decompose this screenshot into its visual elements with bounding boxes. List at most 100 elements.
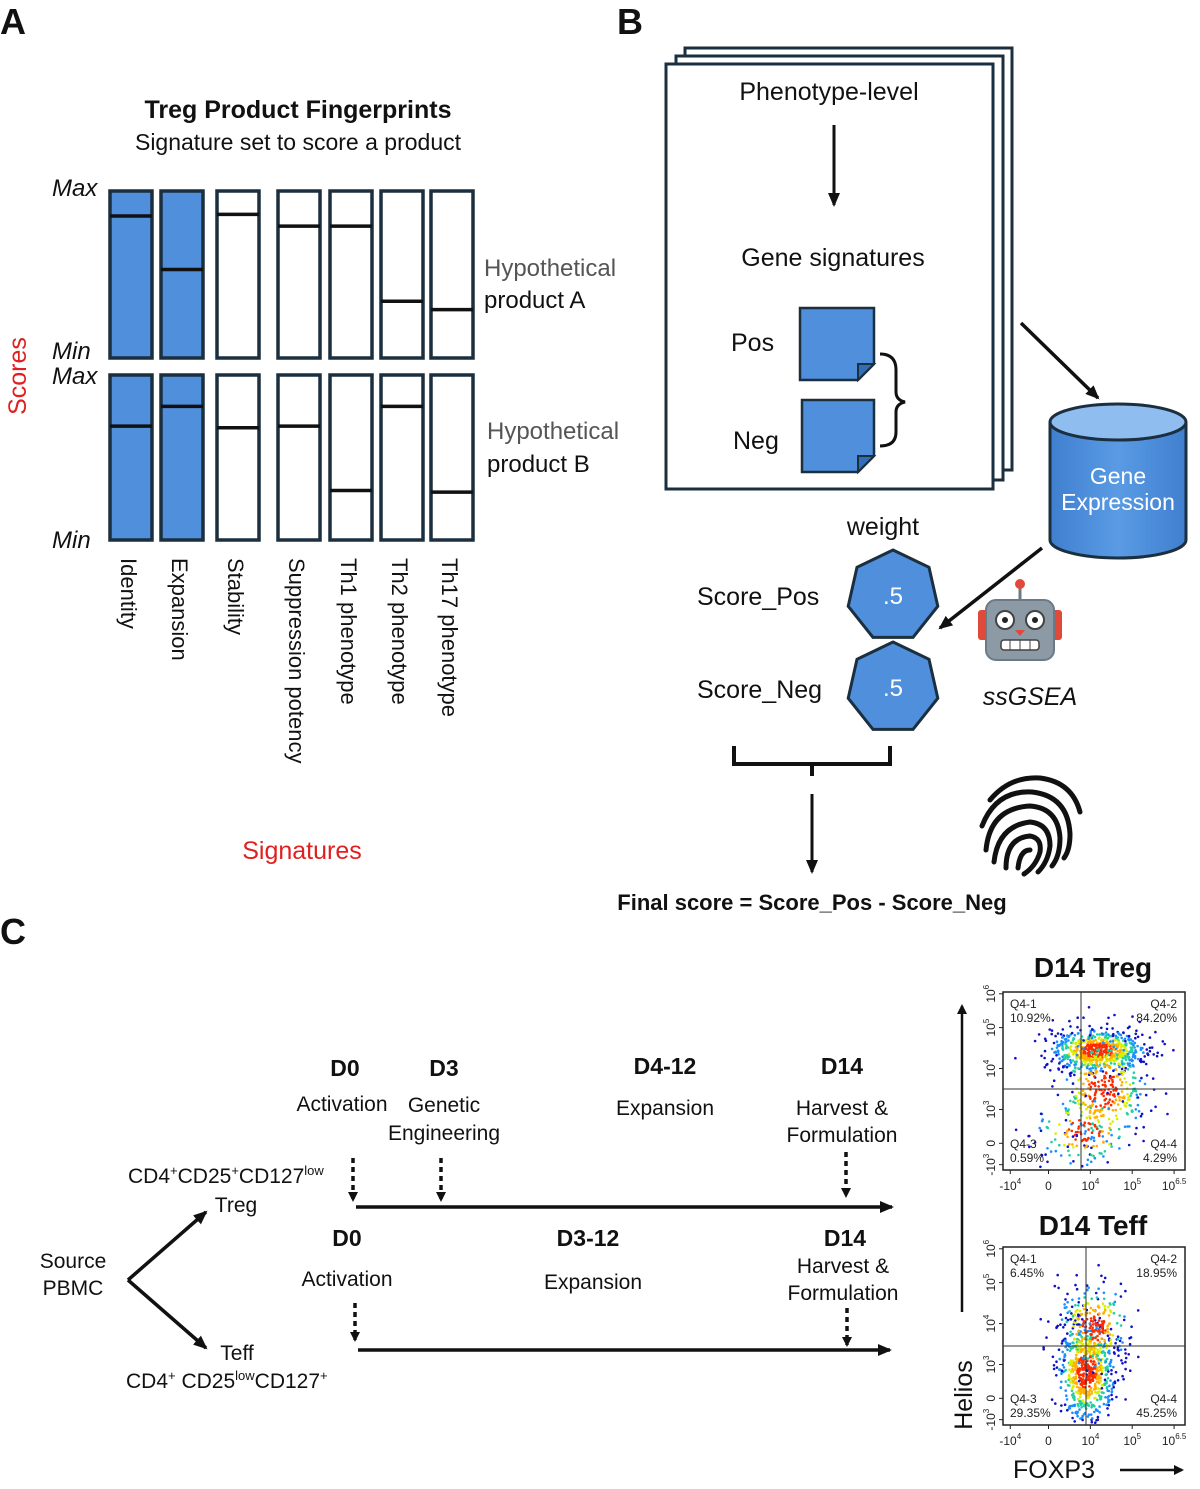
treg-step-d14-day: D14: [821, 1053, 863, 1079]
signature-label: Th2 phenotype: [387, 558, 412, 705]
y-tick-label: -103: [982, 1153, 998, 1175]
quadrant-percentage: 10.92%: [1010, 1011, 1051, 1025]
y-tick-label: 106: [982, 984, 998, 1002]
signature-bar: [276, 373, 322, 542]
product-a-label-line2: product A: [484, 287, 585, 314]
neg-document-icon: [800, 398, 877, 475]
signature-bar: [429, 189, 475, 360]
quadrant-percentage: 29.35%: [1010, 1406, 1051, 1420]
signature-label: Th17 phenotype: [437, 558, 462, 717]
teff-label: Teff: [220, 1342, 254, 1365]
weight-neg-value: .5: [883, 675, 903, 702]
foxp3-axis-label: FOXP3: [1013, 1456, 1095, 1484]
x-tick-label: 106.5: [1162, 1432, 1187, 1448]
panel-c: C Source PBMC CD4+CD25+CD127low Treg Tef…: [0, 911, 1187, 1484]
flow-plot-teff: Q4-16.45%Q4-218.95%Q4-329.35%Q4-445.25%-…: [982, 1239, 1187, 1448]
product-b-bars: [108, 373, 475, 542]
y-axis-label-scores: Scores: [4, 337, 32, 415]
y-tick-label: 104: [982, 1059, 998, 1077]
signature-bar: [379, 373, 425, 542]
signature-bar: [215, 373, 261, 542]
arrow-to-scores: [938, 546, 1044, 630]
signature-bar: [108, 373, 154, 542]
x-tick-label: 106.5: [1162, 1177, 1187, 1193]
quadrant-percentage: 6.45%: [1010, 1266, 1044, 1280]
y-tick-label: -103: [982, 1408, 998, 1430]
neg-label: Neg: [733, 427, 779, 455]
weight-neg-heptagon: [846, 640, 940, 731]
y-tick-label: 106: [982, 1239, 998, 1257]
source-line2: PBMC: [43, 1277, 104, 1300]
gene-signatures-text: Gene signatures: [741, 244, 924, 272]
panel-b-label: B: [617, 1, 643, 42]
treg-step-d14-line1: Harvest &: [796, 1097, 888, 1120]
min-label-a: Min: [52, 338, 91, 365]
x-axis-label-signatures: Signatures: [242, 837, 362, 865]
ssgsea-label: ssGSEA: [983, 683, 1077, 711]
quadrant-name: Q4-1: [1010, 1252, 1037, 1266]
y-tick-label: 103: [982, 1100, 998, 1118]
y-tick-label: 0: [984, 1395, 998, 1402]
product-a-bars: [108, 189, 475, 360]
product-b-label-line2: product B: [487, 451, 590, 478]
panel-a-subtitle: Signature set to score a product: [135, 129, 462, 155]
signature-label: Identity: [116, 558, 141, 629]
quadrant-name: Q4-3: [1010, 1137, 1037, 1151]
flow-plot-treg: Q4-110.92%Q4-284.20%Q4-30.59%Q4-44.29%-1…: [982, 984, 1187, 1193]
signature-bar: [328, 189, 374, 360]
score-combine-brace: [732, 746, 892, 776]
treg-marker: CD4+CD25+CD127low: [128, 1163, 324, 1188]
quadrant-name: Q4-2: [1150, 1252, 1177, 1266]
panel-a-label: A: [0, 1, 26, 42]
gene-expression-line1: Gene: [1090, 463, 1146, 489]
y-tick-label: 104: [982, 1314, 998, 1332]
quadrant-percentage: 18.95%: [1136, 1266, 1177, 1280]
treg-step-d3-line1: Genetic: [408, 1094, 480, 1117]
signature-bar: [379, 189, 425, 360]
y-tick-label: 0: [984, 1140, 998, 1147]
signature-bar: [159, 373, 205, 542]
x-tick-label: 105: [1123, 1432, 1141, 1448]
treg-step-d14-line2: Formulation: [787, 1124, 898, 1147]
arrow-to-teff: [126, 1278, 208, 1350]
flow-events: [1014, 1006, 1175, 1169]
pos-neg-brace: [879, 352, 906, 448]
max-label-a: Max: [52, 175, 98, 202]
score-pos-label: Score_Pos: [697, 583, 819, 611]
signature-bar: [328, 373, 374, 542]
pos-label: Pos: [731, 329, 774, 357]
signature-bar: [215, 189, 261, 360]
quadrant-name: Q4-2: [1150, 997, 1177, 1011]
quadrant-percentage: 84.20%: [1136, 1011, 1177, 1025]
y-tick-label: 105: [982, 1018, 998, 1036]
score-neg-label: Score_Neg: [697, 676, 822, 704]
signature-label: Stability: [223, 558, 248, 635]
teff-step-expansion-day: D3-12: [557, 1225, 620, 1251]
teff-step-d14-line2: Formulation: [788, 1282, 899, 1305]
quadrant-percentage: 4.29%: [1143, 1151, 1177, 1165]
quadrant-percentage: 0.59%: [1010, 1151, 1044, 1165]
product-a-label-line1: Hypothetical: [484, 255, 616, 282]
weight-pos-value: .5: [883, 583, 903, 610]
robot-icon: [978, 579, 1062, 661]
signature-label: Expansion: [167, 558, 192, 661]
teff-step-d14-day: D14: [824, 1225, 866, 1251]
final-score-formula: Final score = Score_Pos - Score_Neg: [617, 890, 1006, 915]
treg-step-d3-day: D3: [429, 1055, 458, 1081]
quadrant-percentage: 45.25%: [1136, 1406, 1177, 1420]
weight-label: weight: [846, 513, 919, 541]
weight-pos-heptagon: [846, 548, 940, 639]
treg-step-d0-text: Activation: [296, 1093, 387, 1116]
treg-step-expansion-day: D4-12: [634, 1053, 697, 1079]
teff-step-d14-line1: Harvest &: [797, 1255, 889, 1278]
flow-plot-teff-title: D14 Teff: [1039, 1210, 1148, 1241]
signature-bar: [276, 189, 322, 360]
flow-plot-frame: [1002, 1246, 1186, 1426]
panel-b: B Phenotype-level Gene signatures Pos Ne…: [617, 1, 1188, 915]
teff-step-d0-text: Activation: [301, 1268, 392, 1291]
arrow-to-gene-expression: [1019, 321, 1100, 400]
signature-label: Th1 phenotype: [336, 558, 361, 705]
panel-a: A Treg Product Fingerprints Signature se…: [0, 1, 619, 865]
